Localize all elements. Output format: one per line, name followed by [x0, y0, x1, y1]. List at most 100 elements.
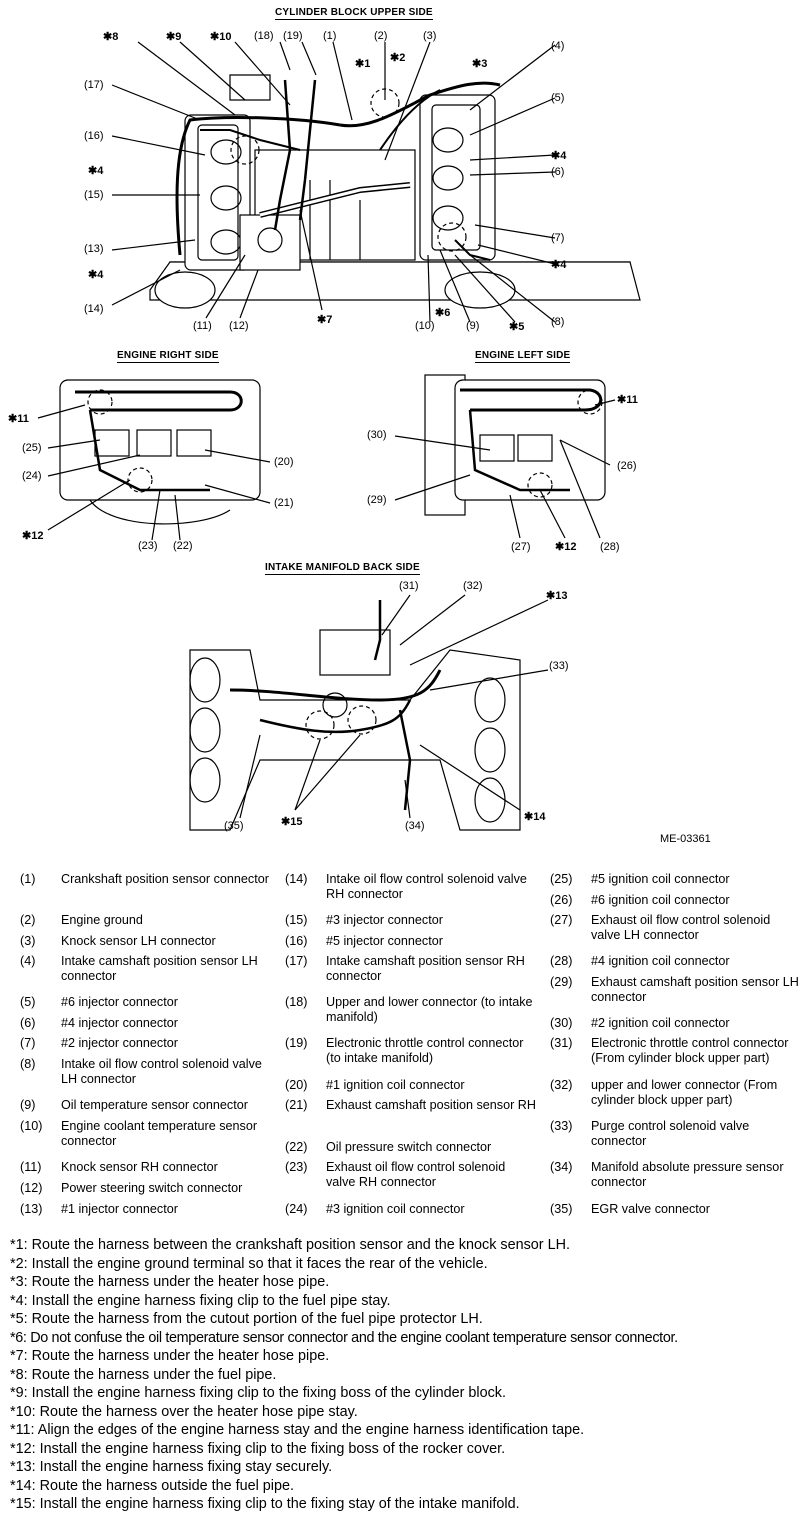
- callout-18: (18): [254, 30, 274, 42]
- legend-item: (16) #5 injector connector: [285, 934, 536, 949]
- legend-item: (15) #3 injector connector: [285, 913, 536, 928]
- legend-item: (4)Intake camshaft position sensor LH co…: [20, 954, 271, 984]
- legend-number: (19): [285, 1036, 308, 1050]
- legend-number: (14): [285, 872, 308, 886]
- heading-intake-manifold-back-side: INTAKE MANIFOLD BACK SIDE: [265, 562, 420, 575]
- legend-number: (17): [285, 954, 308, 968]
- legend-text: Power steering switch connector: [61, 1181, 243, 1195]
- legend-text: #5 ignition coil connector: [591, 872, 730, 886]
- legend-text: upper and lower connector (From cylinder…: [591, 1078, 778, 1107]
- legend-number: (20): [285, 1078, 308, 1092]
- legend-text: Exhaust camshaft position sensor LH conn…: [591, 975, 799, 1004]
- callout-32: (32): [463, 580, 483, 592]
- legend-text: Exhaust oil flow control solenoid valve …: [591, 913, 771, 942]
- legend-number: (21): [285, 1098, 308, 1112]
- legend-number: (2): [20, 913, 36, 927]
- legend-text: Intake camshaft position sensor LH conne…: [61, 954, 258, 983]
- star-note-4b: ✱4: [88, 269, 104, 281]
- legend-number: (6): [20, 1016, 36, 1030]
- legend-item: (3)Knock sensor LH connector: [20, 934, 271, 949]
- figure-id: ME-03361: [660, 833, 711, 845]
- legend-text: #4 ignition coil connector: [591, 954, 730, 968]
- callout-8: (8): [551, 316, 565, 328]
- legend-number: (15): [285, 913, 308, 927]
- callout-29: (29): [367, 494, 387, 506]
- callout-6: (6): [551, 166, 565, 178]
- legend-item: (17)Intake camshaft position sensor RH c…: [285, 954, 536, 984]
- legend-item: (18)Upper and lower connector (to intake…: [285, 995, 536, 1025]
- callout-3: (3): [423, 30, 437, 42]
- legend-text: #2 ignition coil connector: [591, 1016, 730, 1030]
- star-note-11b: ✱11: [617, 394, 638, 406]
- legend-number: (27): [550, 913, 573, 927]
- legend-item: (33)Purge control solenoid valve connect…: [550, 1119, 801, 1149]
- note-15: *15: Install the engine harness fixing c…: [10, 1496, 520, 1512]
- star-note-15: ✱15: [281, 816, 303, 828]
- legend-number: (35): [550, 1202, 573, 1216]
- callout-23: (23): [138, 540, 158, 552]
- legend-item: (14)Intake oil flow control solenoid val…: [285, 872, 536, 902]
- legend-number: (8): [20, 1057, 36, 1071]
- legend-item: (22)Oil pressure switch connector: [285, 1140, 536, 1155]
- legend-text: Manifold absolute pressure sensor connec…: [591, 1160, 784, 1189]
- callout-33: (33): [549, 660, 569, 672]
- legend-item: (28) #4 ignition coil connector: [550, 954, 801, 969]
- legend-item: (19)Electronic throttle control connecto…: [285, 1036, 536, 1066]
- legend-number: (11): [20, 1160, 42, 1174]
- callout-1: (1): [323, 30, 337, 42]
- callout-28: (28): [600, 541, 620, 553]
- engine-left-side-drawing: [394, 374, 616, 539]
- note-6: *6: Do not confuse the oil temperature s…: [10, 1329, 678, 1346]
- legend-item: (2)Engine ground: [20, 913, 271, 928]
- legend-number: (28): [550, 954, 573, 968]
- star-note-2: ✱2: [390, 52, 406, 64]
- callout-4: (4): [551, 40, 565, 52]
- legend-text: #6 injector connector: [61, 995, 178, 1009]
- legend-item: (7)#2 injector connector: [20, 1036, 271, 1051]
- callout-10: (10): [415, 320, 435, 332]
- star-note-9: ✱9: [166, 31, 182, 43]
- note-10: *10: Route the harness over the heater h…: [10, 1403, 358, 1420]
- legend-item: (21) Exhaust camshaft position sensor RH: [285, 1098, 536, 1113]
- legend-number: (34): [550, 1160, 573, 1174]
- star-note-6: ✱6: [435, 307, 451, 319]
- legend-number: (13): [20, 1202, 43, 1216]
- legend-number: (26): [550, 893, 573, 907]
- callout-34: (34): [405, 820, 425, 832]
- note-9: *9: Install the engine harness fixing cl…: [10, 1385, 506, 1401]
- legend-number: (18): [285, 995, 308, 1009]
- legend-number: (31): [550, 1036, 573, 1050]
- legend-text: Exhaust camshaft position sensor RH: [326, 1098, 536, 1112]
- legend-number: (25): [550, 872, 573, 886]
- note-4: *4: Install the engine harness fixing cl…: [10, 1292, 391, 1309]
- callout-13: (13): [84, 243, 104, 255]
- legend-item: (6)#4 injector connector: [20, 1016, 271, 1031]
- legend-text: #3 injector connector: [326, 913, 443, 927]
- heading-engine-left-side: ENGINE LEFT SIDE: [475, 350, 571, 363]
- legend-text: EGR valve connector: [591, 1202, 710, 1216]
- legend-number: (10): [20, 1119, 43, 1133]
- callout-17: (17): [84, 79, 104, 91]
- star-note-4c: ✱4: [551, 150, 567, 162]
- callout-9: (9): [466, 320, 480, 332]
- legend-text: #1 injector connector: [61, 1202, 178, 1216]
- legend-text: #6 ignition coil connector: [591, 893, 730, 907]
- cylinder-block-upper-drawing: [111, 41, 641, 323]
- star-note-12a: ✱12: [22, 530, 44, 542]
- star-note-13: ✱13: [546, 590, 568, 602]
- legend-text: Exhaust oil flow control solenoid valve …: [326, 1160, 506, 1189]
- note-7: *7: Route the harness under the heater h…: [10, 1348, 330, 1364]
- legend-text: Electronic throttle control connector (F…: [591, 1036, 789, 1065]
- legend-item: (5)#6 injector connector: [20, 995, 271, 1010]
- legend-text: Knock sensor RH connector: [61, 1160, 218, 1174]
- legend-text: Crankshaft position sensor connector: [61, 872, 269, 886]
- legend-text: #5 injector connector: [326, 934, 443, 948]
- legend-number: (24): [285, 1202, 308, 1216]
- star-note-8: ✱8: [103, 31, 119, 43]
- note-11: *11: Align the edges of the engine harne…: [10, 1422, 585, 1438]
- legend-number: (29): [550, 975, 573, 989]
- callout-12: (12): [229, 320, 249, 332]
- legend-number: (16): [285, 934, 308, 948]
- legend-item: (24)#3 ignition coil connector: [285, 1202, 536, 1217]
- legend-item: (27) Exhaust oil flow control solenoid va…: [550, 913, 801, 943]
